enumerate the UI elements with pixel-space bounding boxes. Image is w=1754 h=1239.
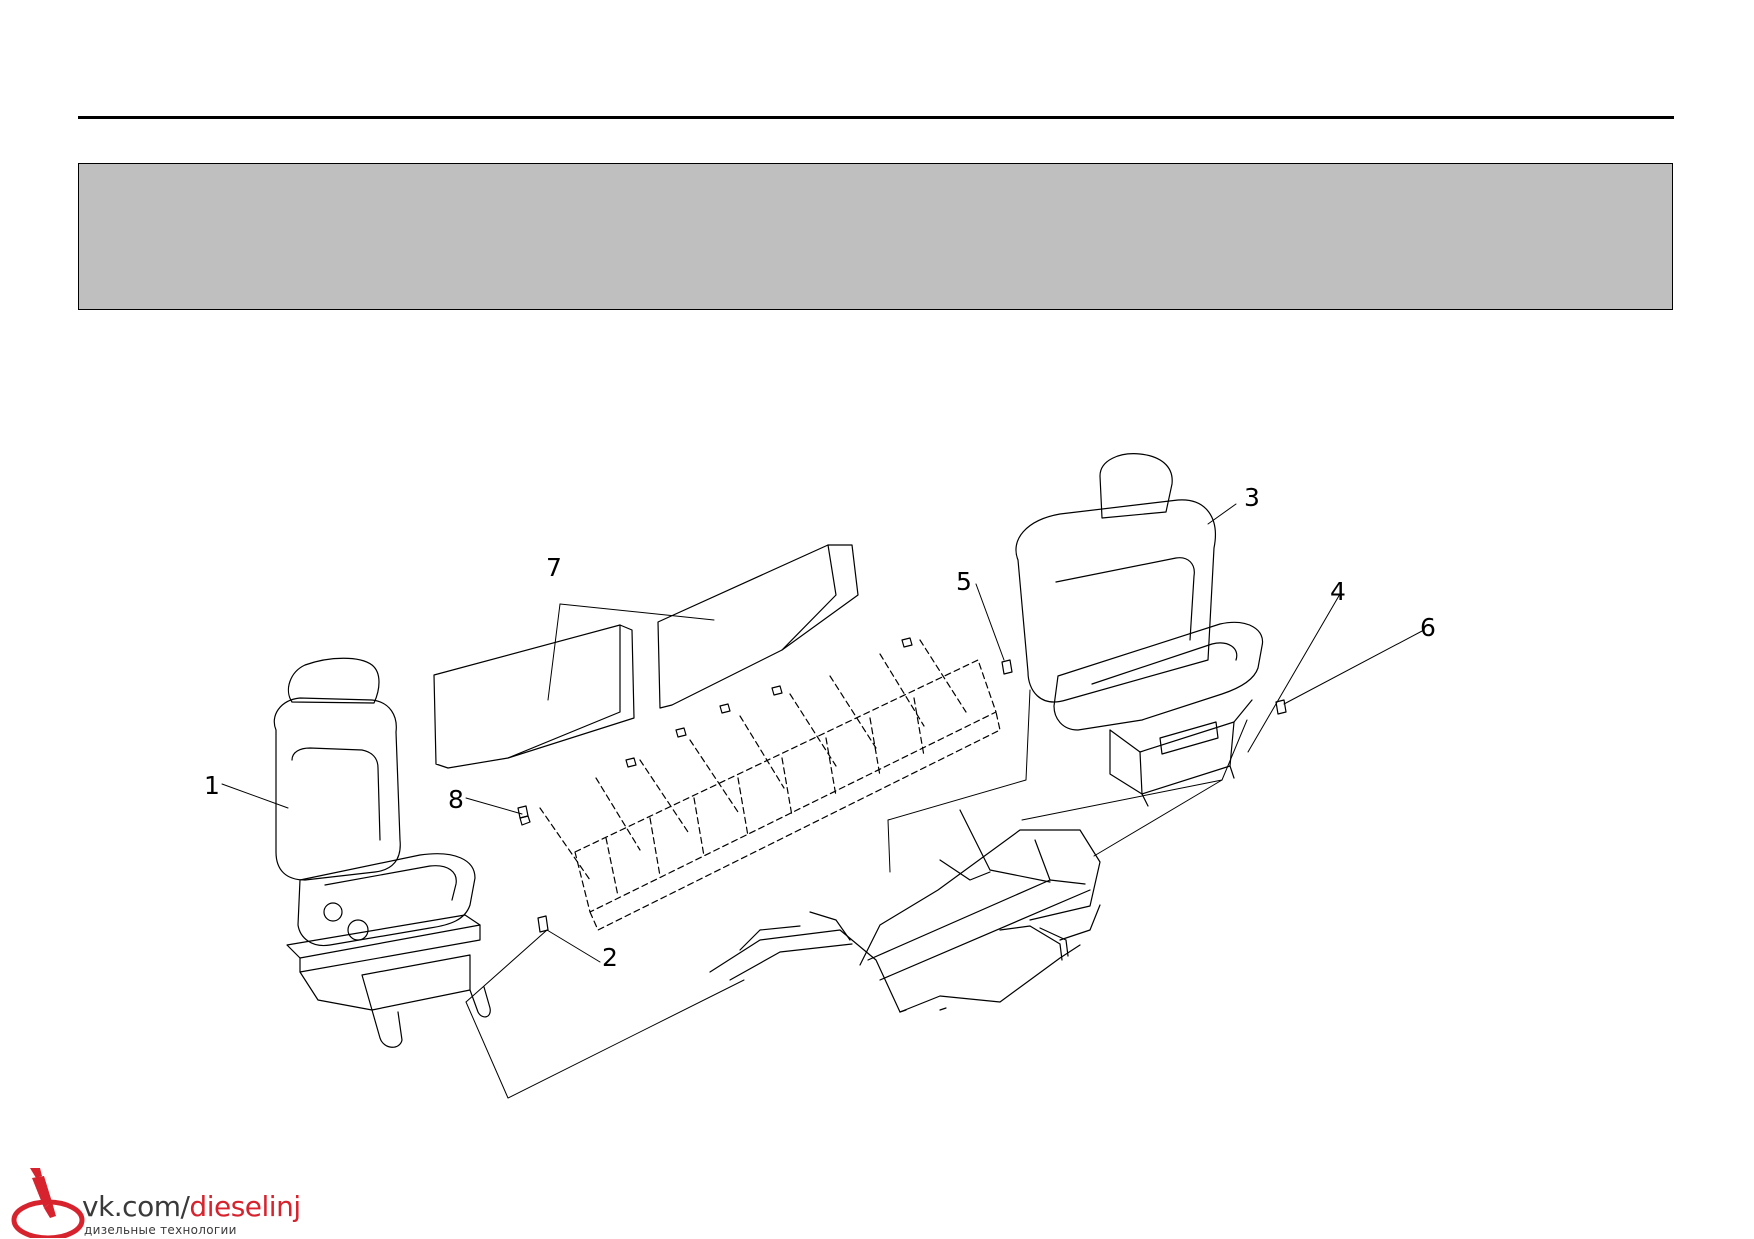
callout-5: 5: [956, 567, 972, 596]
leader-lines: [221, 503, 1425, 1099]
callout-3: 3: [1244, 483, 1260, 512]
callout-labels: 1 2 3 4 5 6 7 8: [204, 483, 1436, 972]
dieselinj-logo-icon: [11, 1168, 85, 1238]
floor-frame: [539, 639, 1001, 931]
callout-1: 1: [204, 771, 220, 800]
header-band: [78, 163, 1673, 310]
callout-8: 8: [448, 785, 464, 814]
callout-7: 7: [546, 553, 562, 582]
callout-2: 2: [602, 943, 618, 972]
vehicle-floor: [709, 809, 1101, 1013]
partition-panels: [433, 544, 859, 769]
logo-url-prefix: vk.com/: [82, 1190, 190, 1223]
callout-4: 4: [1330, 577, 1346, 606]
loose-bolts: [517, 659, 1287, 933]
logo-url-accent: dieselinj: [189, 1190, 301, 1223]
passenger-bench: [1015, 453, 1264, 807]
frame-bolts: [519, 637, 913, 826]
top-rule: [78, 116, 1674, 119]
logo-subtitle: дизельные технологии: [84, 1223, 237, 1237]
logo-url[interactable]: vk.com/dieselinj: [82, 1190, 301, 1223]
callout-6: 6: [1420, 613, 1436, 642]
driver-seat: [273, 657, 491, 1048]
